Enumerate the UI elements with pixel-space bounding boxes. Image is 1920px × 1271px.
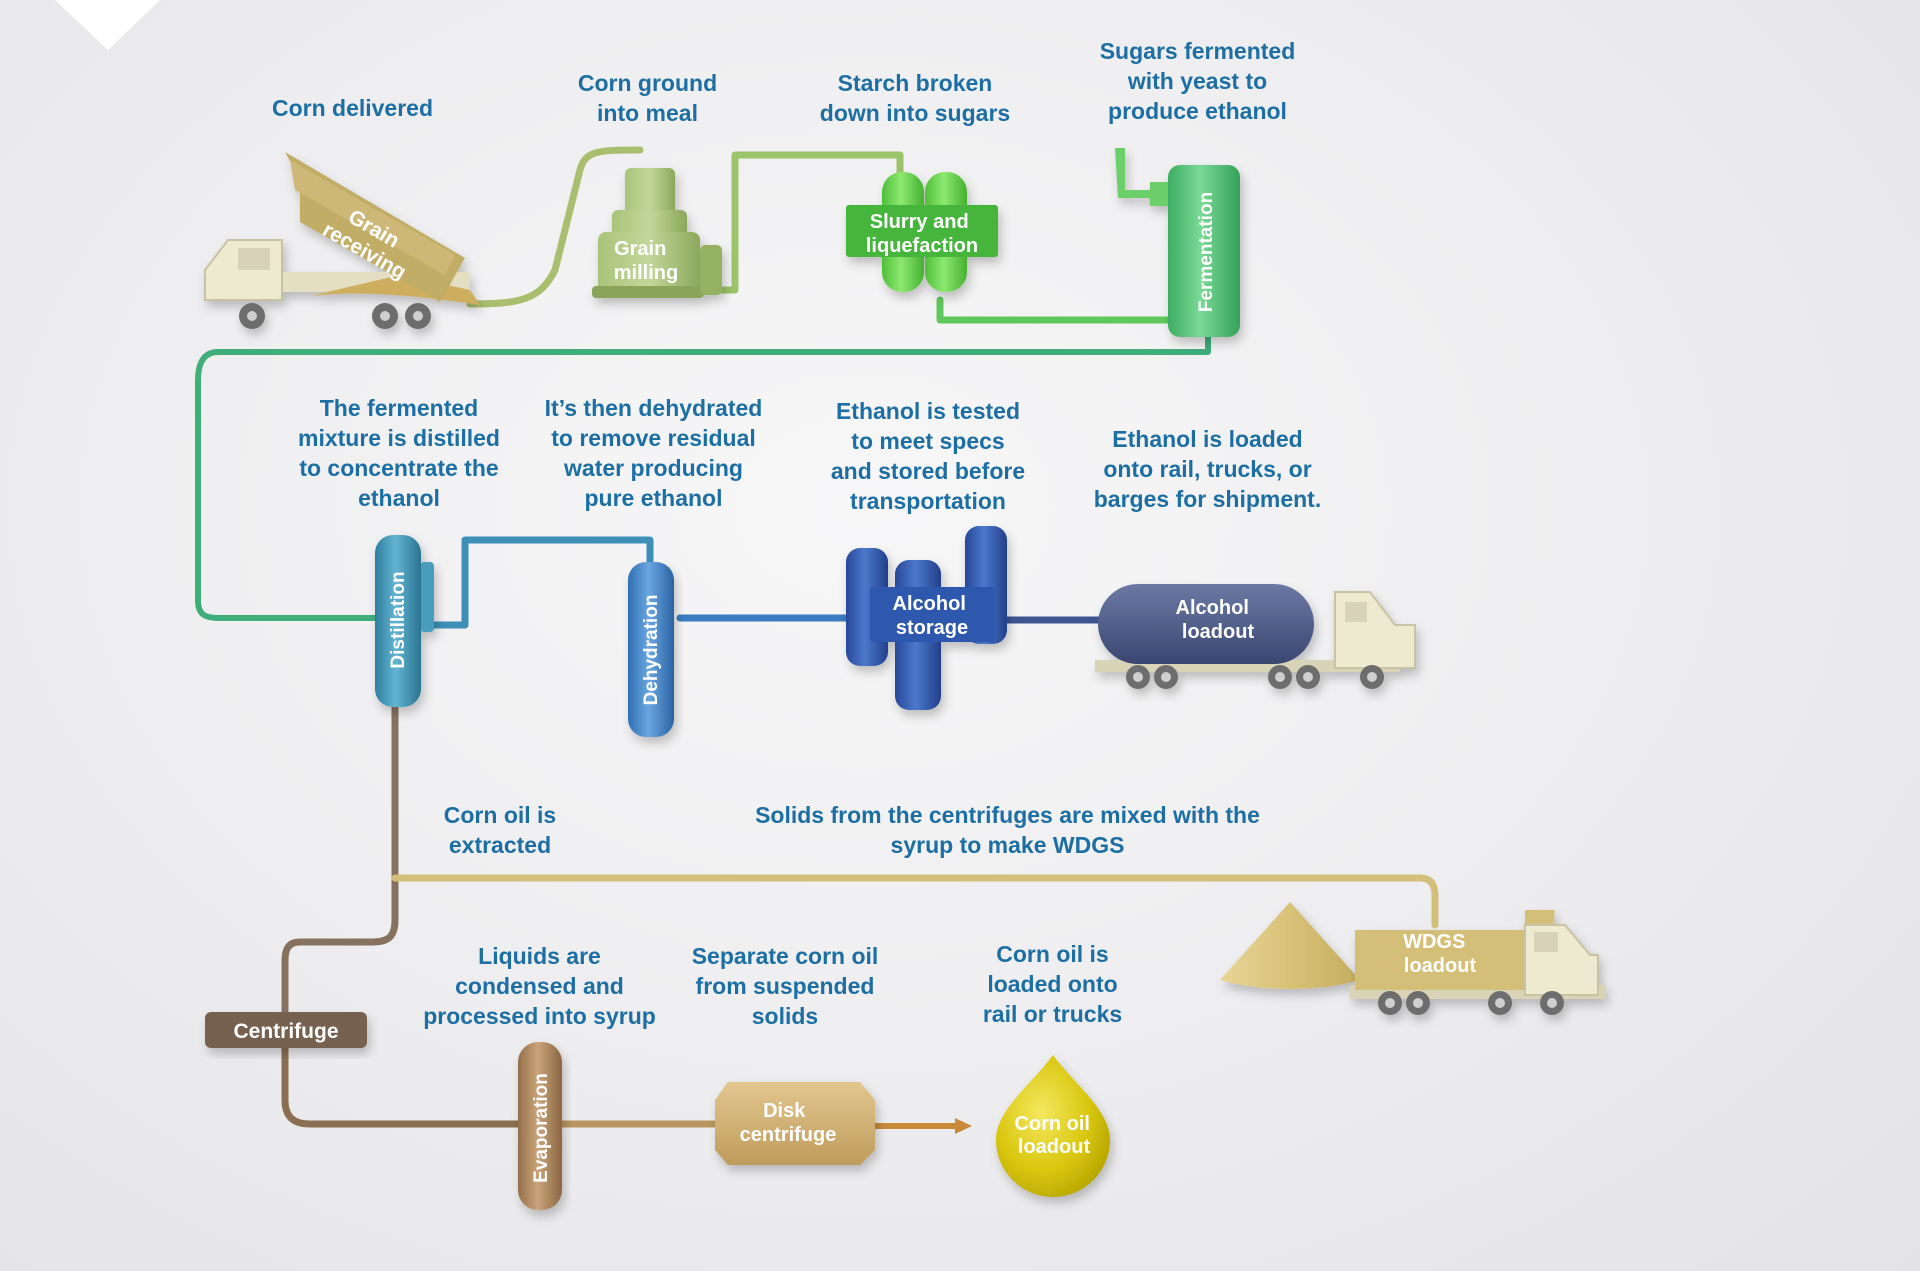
alcohol-loadout-truck: Alcohol loadout [1095,584,1416,689]
svg-text:Slurry and liquefaction: Slurry and liquefaction [866,211,978,257]
distillation-label: Distillation [388,571,409,668]
grain-milling-label-2: milling [614,262,678,284]
svg-text:Disk centrifuge: Disk centrifuge [740,1100,837,1146]
svg-text:Alcohol loadout: Alcohol loadout [1176,597,1255,643]
caption-corn-ground: Corn ground into meal [577,70,718,126]
disk-centrifuge-label-1: Disk [763,1100,806,1122]
evaporation-column: Evaporation [518,1042,562,1210]
slurry-label-2: liquefaction [866,235,978,257]
corn-oil-loadout-label-1: Corn oil [1014,1113,1090,1135]
caption-starch-broken: Starch broken down into sugars [819,70,1011,126]
caption-corn-oil-extracted: Corn oil is extracted [443,802,557,858]
pipe-centrifuge-to-evaporation [281,1041,524,1128]
alcohol-storage-label-2: storage [896,617,968,639]
fermentation-tank: Fermentation [1115,148,1240,337]
alcohol-loadout-label-1: Alcohol [1176,597,1249,619]
caption-dehydrated: It’s then dehydrated to remove residual … [544,395,763,511]
fermentation-label: Fermentation [1196,192,1217,312]
slurry-label-1: Slurry and [870,211,969,233]
grain-milling-unit: Grain milling [592,168,722,298]
centrifuge-label: Centrifuge [234,1020,339,1043]
svg-text:Alcohol storage: Alcohol storage [893,593,972,639]
evaporation-label: Evaporation [531,1073,552,1183]
pipe-wdgs [391,874,1439,929]
pipe-distillation-to-centrifuge [281,696,399,1016]
corner-notch [55,0,160,50]
flow-arrowhead [955,1118,972,1134]
distillation-column: Distillation [375,535,434,707]
caption-loaded: Ethanol is loaded onto rail, trucks, or … [1093,426,1322,512]
svg-text:Corn oil loadout: Corn oil loadout [1014,1113,1095,1158]
centrifuge-unit: Centrifuge [205,1012,367,1048]
wdgs-pile [1220,902,1360,989]
wdgs-loadout-label-2: loadout [1404,955,1477,977]
grain-receiving-truck: Grain receiving [204,152,480,329]
slurry-liquefaction-unit: Slurry and liquefaction [846,172,998,292]
wdgs-loadout-label-1: WDGS [1403,931,1465,953]
caption-corn-delivered: Corn delivered [271,95,434,121]
alcohol-storage-label-1: Alcohol [893,593,966,615]
caption-tested: Ethanol is tested to meet specs and stor… [830,398,1026,514]
disk-centrifuge-label-2: centrifuge [740,1124,837,1146]
pipe-mill-to-slurry [696,151,904,294]
caption-oil-loaded: Corn oil is loaded onto rail or trucks [982,941,1123,1027]
pipe-fermentation-to-distillation [195,332,1211,621]
pipes [195,146,1439,1129]
dehydration-label: Dehydration [641,595,662,706]
svg-text:WDGS loadout: WDGS loadout [1403,931,1476,977]
corn-oil-loadout-label-2: loadout [1018,1136,1091,1158]
alcohol-storage-tanks: Alcohol storage [846,526,1007,710]
caption-separate-oil: Separate corn oil from suspended solids [691,943,879,1029]
wdgs-loadout-truck: WDGS loadout [1350,910,1605,1015]
pipe-slurry-to-fermentation [936,296,1184,324]
corn-oil-drop: Corn oil loadout [996,1055,1110,1197]
caption-liquids-condensed: Liquids are condensed and processed into… [423,943,656,1029]
grain-milling-label-1: Grain [614,238,666,260]
pipe-grain-to-mill [466,146,644,308]
dehydration-column: Dehydration [628,562,674,737]
caption-distilled: The fermented mixture is distilled to co… [298,395,500,511]
caption-solids-mixed: Solids from the centrifuges are mixed wi… [755,802,1260,858]
caption-sugars-fermented: Sugars fermented with yeast to produce e… [1099,38,1296,124]
disk-centrifuge-unit: Disk centrifuge [715,1082,875,1165]
svg-text:Grain milling: Grain milling [614,238,678,284]
alcohol-loadout-label-2: loadout [1182,621,1255,643]
pipe-distillation-to-dehydration [416,536,654,629]
